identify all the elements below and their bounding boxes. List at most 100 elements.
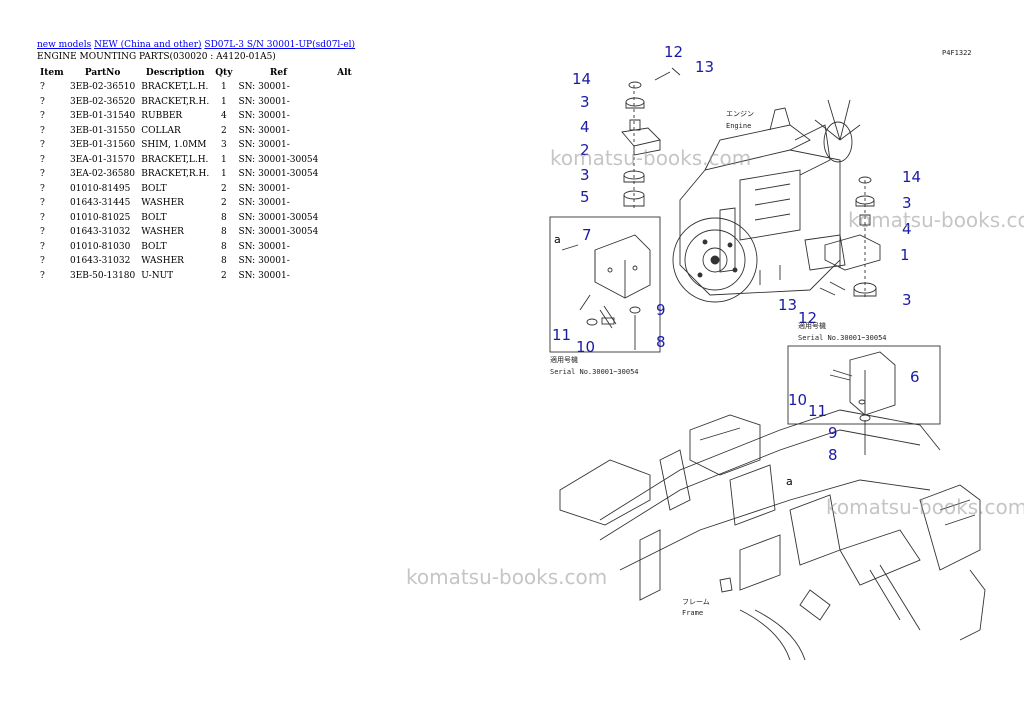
cell-alt	[321, 153, 367, 168]
watermark: komatsu-books.com	[826, 495, 1024, 519]
breadcrumb: new models NEW (China and other) SD07L-3…	[37, 40, 355, 50]
callout-3: 3	[580, 93, 590, 111]
header-alt: Alt	[337, 68, 352, 78]
bracket-lh-detail	[561, 234, 651, 350]
watermark: komatsu-books.com	[848, 208, 1024, 232]
page-code: P4F1322	[942, 49, 972, 57]
table-header-row: Item PartNo Description Qty Ref Alt	[37, 66, 367, 80]
detail-box-right	[787, 345, 941, 425]
cell-qty: 2	[220, 270, 227, 281]
cell-qty: 1	[220, 169, 227, 180]
cell-partno: 01643-31445	[70, 198, 131, 209]
cell-item: ?	[40, 270, 45, 281]
cell-qty: 8	[220, 227, 227, 238]
header-item: Item	[40, 68, 64, 78]
frame-label-en: Frame	[682, 609, 703, 617]
cell-item: ?	[40, 125, 45, 136]
cell-description: WASHER	[141, 198, 184, 209]
breadcrumb-link-model[interactable]: SD07L-3 S/N 30001-UP(sd07l-el)	[204, 40, 356, 50]
callout-13b: 13	[778, 296, 797, 314]
cell-ref: SN: 30001-	[238, 96, 290, 107]
cell-description: BOLT	[141, 241, 167, 252]
cell-alt	[321, 196, 367, 211]
cell-description: BRACKET,R.H.	[141, 169, 210, 180]
callout-labels: 12 13 14 3 4 2 3 5 7 a 9 8 11 10 14 3 4 …	[552, 43, 921, 488]
detail-box-left	[549, 216, 661, 353]
cell-qty: 1	[220, 82, 227, 93]
callout-11b: 11	[808, 402, 827, 420]
cell-description: WASHER	[141, 227, 184, 238]
cell-alt	[321, 182, 367, 197]
callout-3b: 3	[580, 166, 590, 184]
callout-13: 13	[695, 58, 714, 76]
cell-qty: 4	[220, 111, 227, 122]
callout-10b: 10	[788, 391, 807, 409]
serial-jp-left: 適用号機	[550, 355, 578, 364]
serial-right: Serial No.30001~30054	[798, 334, 887, 342]
cell-alt	[321, 211, 367, 226]
cell-item: ?	[40, 111, 45, 122]
cell-ref: SN: 30001-	[238, 82, 290, 93]
parts-diagram: 12 13 14 3 4 2 3 5 7 a 9 8 11 10 14 3 4 …	[549, 43, 986, 660]
cell-ref: SN: 30001-30054	[238, 212, 319, 223]
cell-item: ?	[40, 154, 45, 165]
page-title: ENGINE MOUNTING PARTS(030020 : A4120-01A…	[37, 52, 276, 62]
serial-left: Serial No.30001~30054	[550, 368, 639, 376]
cell-item: ?	[40, 183, 45, 194]
cell-description: SHIM, 1.0MM	[141, 140, 207, 151]
cell-alt	[321, 95, 367, 110]
callout-6: 6	[910, 368, 920, 386]
cell-alt	[321, 80, 367, 95]
cell-qty: 1	[220, 154, 227, 165]
cell-item: ?	[40, 140, 45, 151]
cell-alt	[321, 138, 367, 153]
cell-ref: SN: 30001-	[238, 256, 290, 267]
callout-7: 7	[582, 226, 592, 244]
cell-alt	[321, 225, 367, 240]
cell-description: BRACKET,R.H.	[141, 96, 210, 107]
cell-item: ?	[40, 169, 45, 180]
cell-ref: SN: 30001-	[238, 111, 290, 122]
cell-description: BRACKET,L.H.	[141, 82, 209, 93]
breadcrumb-link-region[interactable]: NEW (China and other)	[94, 40, 202, 50]
breadcrumb-link-new-models[interactable]: new models	[37, 40, 92, 50]
callout-5: 5	[580, 188, 590, 206]
cell-alt	[321, 254, 367, 269]
serial-jp-right: 適用号機	[798, 321, 826, 330]
cell-partno: 01643-31032	[70, 256, 131, 267]
cell-ref: SN: 30001-	[238, 198, 290, 209]
cell-partno: 3EA-01-31570	[70, 154, 135, 165]
callout-2: 2	[580, 141, 590, 159]
cell-item: ?	[40, 198, 45, 209]
cell-partno: 01010-81495	[70, 183, 131, 194]
cell-partno: 3EB-01-31540	[70, 111, 136, 122]
watermark: komatsu-books.com	[406, 565, 608, 589]
diagram-annotations: P4F1322 エンジン Engine 適用号機 Serial No.30001…	[550, 49, 972, 617]
cell-qty: 8	[220, 241, 227, 252]
callout-3c: 3	[902, 194, 912, 212]
callout-1: 1	[900, 246, 910, 264]
cell-ref: SN: 30001-30054	[238, 154, 319, 165]
cell-description: BRACKET,L.H.	[141, 154, 209, 165]
cell-description: U-NUT	[141, 270, 174, 281]
callout-4: 4	[580, 118, 590, 136]
callout-9: 9	[656, 301, 666, 319]
bracket-rh-detail	[829, 351, 896, 455]
cell-item: ?	[40, 256, 45, 267]
callout-10: 10	[576, 338, 595, 356]
cell-partno: 01010-81025	[70, 212, 131, 223]
frame-label-jp: フレーム	[682, 598, 710, 606]
cell-alt	[321, 167, 367, 182]
cell-ref: SN: 30001-30054	[238, 227, 319, 238]
left-mount-stack	[621, 67, 681, 210]
cell-qty: 2	[220, 183, 227, 194]
